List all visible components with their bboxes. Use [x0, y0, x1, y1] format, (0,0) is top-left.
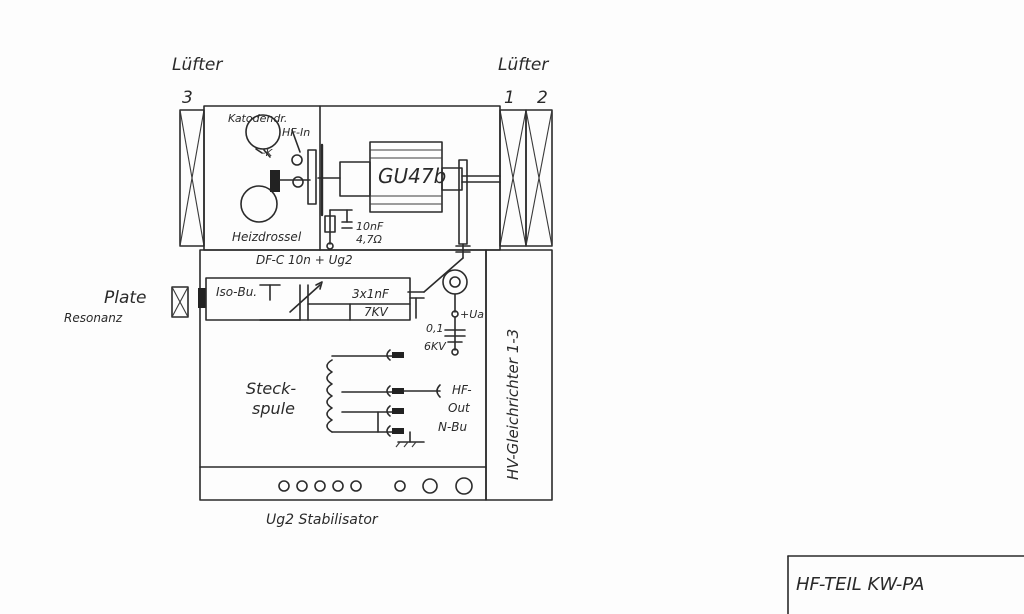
ua-label: +Ua: [460, 308, 484, 321]
hv-rectifier-label: HV-Gleichrichter 1-3: [504, 329, 522, 480]
tube-gu47b: [339, 141, 501, 245]
plate-choke: [407, 257, 468, 356]
hv-rectifier-box: [485, 249, 553, 501]
screen-res-label: 4,7Ω: [356, 233, 382, 246]
fan-right-number-2: 2: [537, 88, 548, 108]
cap01-label: 0,1: [426, 322, 444, 335]
stabilizer-tubes: [278, 477, 473, 495]
df-c-label: DF-C 10n + Ug2: [256, 253, 353, 267]
fan-right-1: [499, 109, 527, 247]
fan-left-label: Lüfter: [172, 55, 223, 75]
out-label: Out: [448, 401, 471, 415]
caps-label: 3x1nF: [352, 287, 390, 301]
tube-socket-plate: [307, 149, 317, 205]
cathode-choke: [240, 114, 311, 223]
hf-in-label: HF-In: [282, 126, 310, 139]
hf-out-label: HF-: [452, 383, 472, 397]
iso-socket: [198, 288, 206, 308]
plate-resonance-meter: [171, 286, 189, 318]
tube-label: GU47b: [378, 164, 446, 188]
iso-label: Iso-Bu.: [216, 285, 257, 299]
screen-cap-label: 10nF: [356, 220, 384, 233]
fan-left: [179, 109, 205, 247]
title-block: [787, 555, 1024, 614]
fan-right-label: Lüfter: [498, 55, 549, 75]
plug-in-coil: [326, 349, 441, 448]
title-block-text: HF-TEIL KW-PA: [796, 574, 925, 595]
heater-choke-label: Heizdrossel: [232, 230, 302, 244]
cathode-k-label: -K: [262, 148, 274, 159]
stabilizer-label: Ug2 Stabilisator: [266, 512, 379, 528]
tuning-capacitor-block: [205, 277, 411, 321]
kv6-label: 6KV: [424, 340, 447, 353]
coil-label-1: Steck-: [246, 379, 296, 398]
coil-label-2: spule: [252, 399, 295, 418]
fan-left-number: 3: [182, 88, 193, 108]
resonance-label: Resonanz: [64, 311, 123, 325]
kv7-label: 7KV: [364, 305, 389, 319]
fan-right-number-1: 1: [504, 88, 515, 108]
screen-grid-rc: [324, 209, 353, 250]
cathode-choke-label: Katodendr.: [228, 112, 287, 125]
plate-label: Plate: [104, 288, 147, 308]
fan-right-2: [525, 109, 553, 247]
n-bu-label: N-Bu: [438, 420, 468, 434]
